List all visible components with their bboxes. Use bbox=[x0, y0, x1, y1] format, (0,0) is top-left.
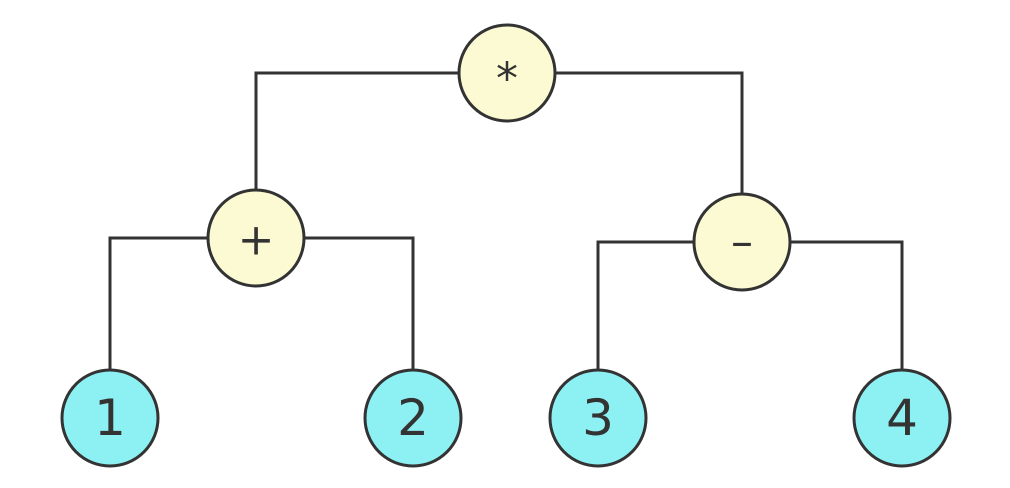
edge-plus-leaf2 bbox=[304, 236, 415, 370]
node-leaf-2: 2 bbox=[363, 368, 463, 468]
node-root-circle bbox=[457, 23, 557, 123]
node-leaf-4-label: 4 bbox=[886, 389, 918, 447]
node-plus-label: + bbox=[238, 215, 275, 266]
node-leaf-1-circle bbox=[60, 368, 160, 468]
node-minus-circle bbox=[692, 192, 792, 292]
node-leaf-3-label: 3 bbox=[582, 389, 614, 447]
node-leaf-1-label: 1 bbox=[94, 389, 126, 447]
node-root-label: * bbox=[496, 54, 518, 105]
edge-minus-leaf3 bbox=[596, 240, 694, 370]
node-leaf-3: 3 bbox=[548, 368, 648, 468]
node-plus-circle bbox=[206, 188, 306, 288]
node-minus-label: – bbox=[731, 217, 753, 268]
node-leaf-2-circle bbox=[363, 368, 463, 468]
node-minus: – bbox=[692, 192, 792, 292]
node-leaf-4: 4 bbox=[852, 368, 952, 468]
node-plus: + bbox=[206, 188, 306, 288]
tree-edges bbox=[108, 71, 904, 370]
node-leaf-2-label: 2 bbox=[397, 389, 429, 447]
edge-root-plus bbox=[254, 71, 459, 189]
node-leaf-1: 1 bbox=[60, 368, 160, 468]
node-root-multiply: * bbox=[457, 23, 557, 123]
node-leaf-3-circle bbox=[548, 368, 648, 468]
node-leaf-4-circle bbox=[852, 368, 952, 468]
edge-plus-leaf1 bbox=[108, 236, 207, 370]
edge-minus-leaf4 bbox=[790, 240, 904, 370]
edge-root-minus bbox=[555, 71, 744, 193]
